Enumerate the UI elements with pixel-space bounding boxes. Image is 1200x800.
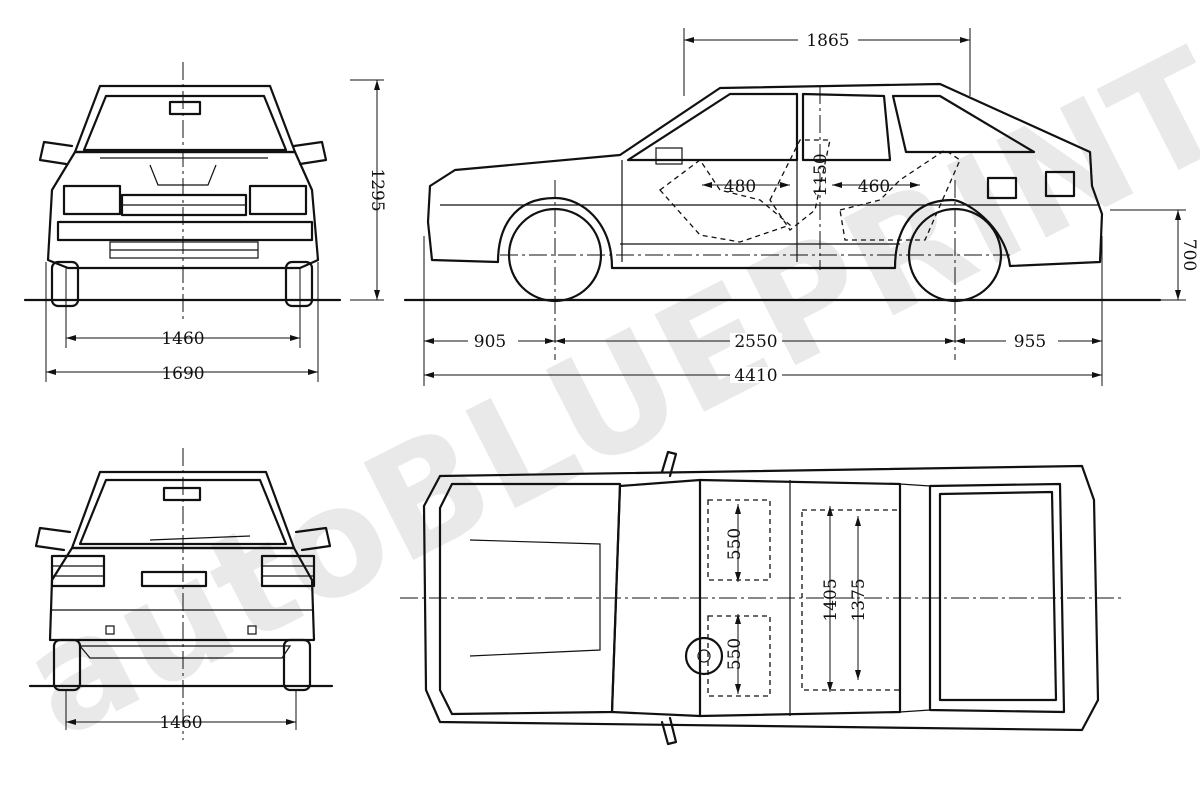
rear-overhang-label: 955 [1014, 332, 1046, 352]
rear-legroom-label: 460 [858, 177, 890, 197]
interior-width-front-label: 1405 [821, 578, 841, 621]
watermark: autoBLUEPRINT.ru [0, 0, 1200, 772]
roof-length-label: 1865 [806, 31, 849, 51]
label-bg [468, 333, 518, 349]
overall-length-label: 4410 [734, 366, 777, 386]
interior-width-rear-label: 1375 [849, 578, 869, 621]
height-label: 1295 [367, 168, 387, 211]
label-bg [1006, 333, 1058, 349]
seat-width-rear-label: 550 [725, 638, 745, 670]
side-view [403, 28, 1186, 386]
svg-text:autoBLUEPRINT.ru: autoBLUEPRINT.ru [0, 0, 1200, 772]
label-bg [730, 367, 782, 383]
label-bg [730, 333, 782, 349]
rear-track-label: 1460 [159, 713, 202, 733]
front-view [23, 62, 342, 382]
height-dimension [350, 79, 384, 301]
wheelbase-label: 2550 [734, 332, 777, 352]
top-view [400, 450, 1125, 746]
overall-width-label: 1690 [161, 364, 204, 384]
bumper-height-label: 700 [1179, 239, 1199, 271]
rear-view [28, 448, 334, 740]
seat-width-front-label: 550 [725, 528, 745, 560]
front-overhang-label: 905 [474, 332, 506, 352]
label-bg [798, 34, 858, 48]
headroom-label: 1150 [811, 153, 831, 196]
front-legroom-label: 480 [724, 177, 756, 197]
front-track-label: 1460 [161, 329, 204, 349]
